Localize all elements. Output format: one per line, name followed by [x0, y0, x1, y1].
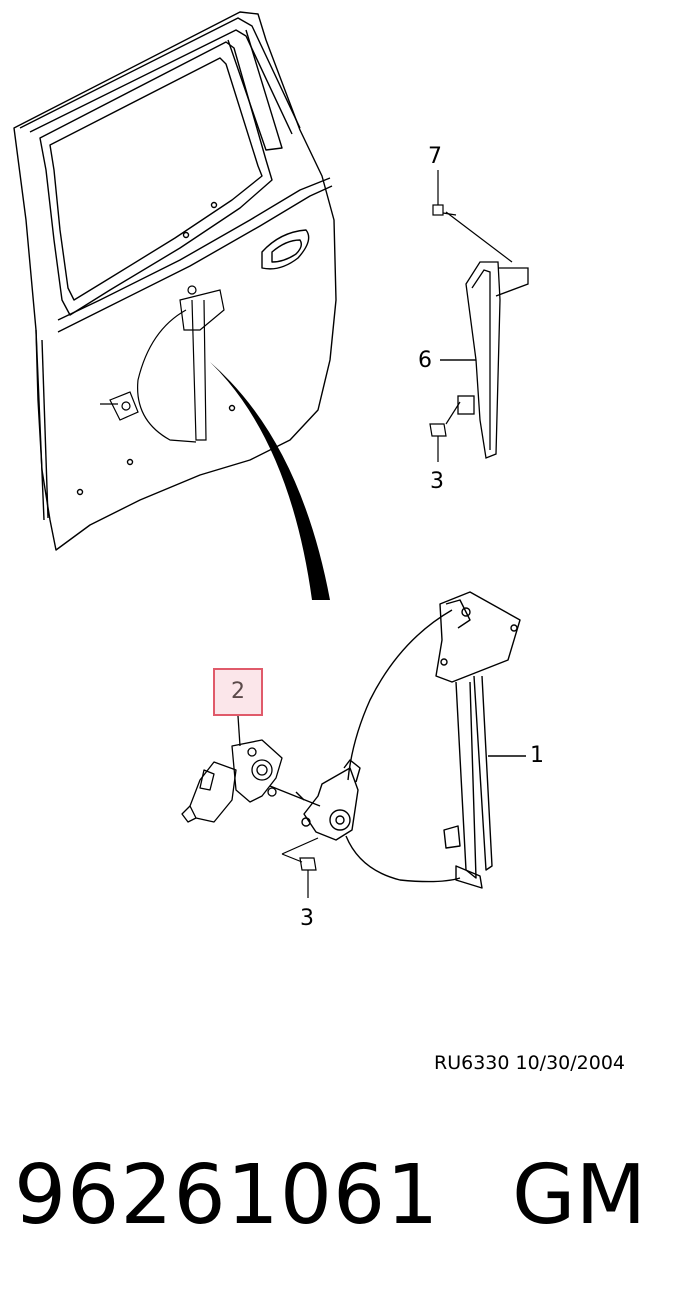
drawing-reference: RU6330 10/30/2004	[434, 1052, 626, 1074]
zoom-pointer-arrow	[210, 362, 330, 600]
callout-3-lower: 3	[300, 906, 314, 931]
callout-7: 7	[428, 144, 442, 169]
part-number: 96261061	[14, 1148, 440, 1243]
brand-name: GM	[512, 1148, 647, 1243]
highlighted-callout-box[interactable]: 2	[213, 668, 263, 716]
rear-door	[13, 11, 337, 551]
nut-lower	[281, 837, 319, 898]
callout-1: 1	[530, 743, 544, 768]
callout-2: 2	[231, 679, 245, 704]
bolt-part	[432, 170, 513, 263]
glass-run-channel	[440, 261, 529, 459]
window-motor	[181, 715, 283, 823]
regulator-in-door	[100, 285, 225, 443]
nut-upper	[429, 401, 461, 462]
callout-6: 6	[418, 348, 432, 373]
window-regulator	[269, 591, 526, 889]
callout-3-upper: 3	[430, 469, 444, 494]
